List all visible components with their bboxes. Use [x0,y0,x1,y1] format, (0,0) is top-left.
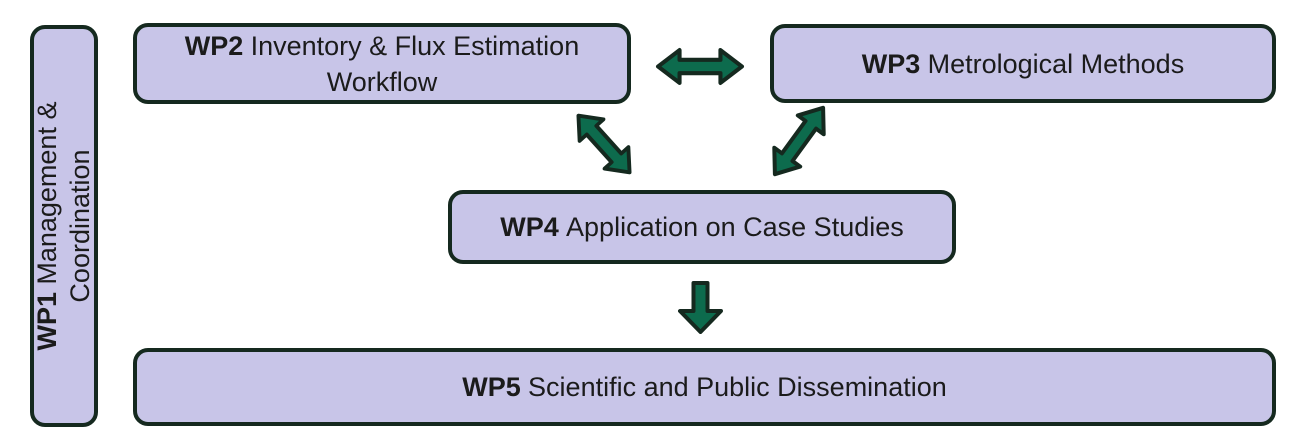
wp1-title: Management & Coordination [32,101,95,303]
wp1-code: WP1 [32,291,62,351]
wp1-label: WP1Management & Coordination [31,56,97,396]
wp5-title: Scientific and Public Dissemination [528,372,947,402]
double-arrow-wp2-wp4-icon [562,101,645,187]
wp4-title: Application on Case Studies [566,212,904,242]
wp1-box: WP1Management & Coordination [30,25,98,427]
wp2-code: WP2 [184,30,244,61]
wp5-code: WP5 [462,372,521,402]
wp4-code: WP4 [500,212,559,242]
down-arrow-wp4-wp5-icon [678,281,723,334]
wp3-title: Metrological Methods [927,48,1185,79]
double-arrow-wp2-wp3-icon [655,47,745,86]
wp3-code: WP3 [861,48,921,79]
wp2-title: Inventory & Flux Estimation Workflow [250,30,580,97]
double-arrow-wp3-wp4-icon [758,94,840,188]
